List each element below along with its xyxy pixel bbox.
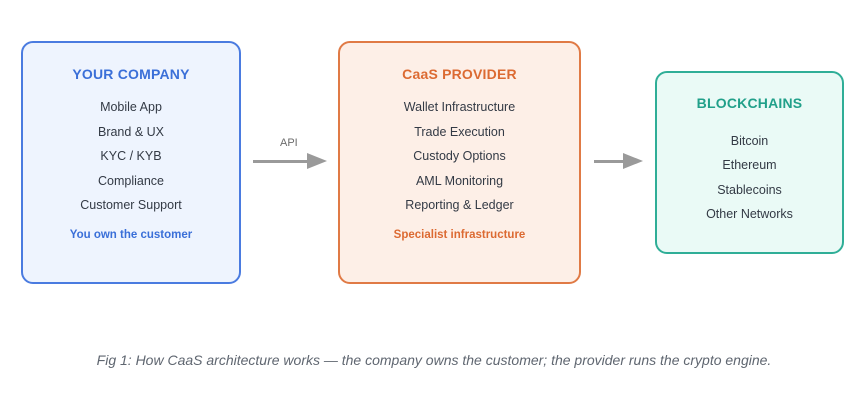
list-item: Reporting & Ledger [405,198,514,212]
list-item: Mobile App [100,100,162,114]
arrow-line [253,160,311,163]
list-item: Wallet Infrastructure [403,100,516,114]
api-label: API [280,137,298,149]
caas-provider-title: CaaS PROVIDER [402,66,517,82]
arrow-line [594,160,626,163]
blockchain-arrow [594,152,644,170]
list-item: Stablecoins [717,182,782,197]
api-arrow [253,152,327,170]
list-item: Brand & UX [97,124,164,139]
blockchains-list: Bitcoin Ethereum Stablecoins Other Netwo… [657,129,842,226]
caas-provider-list: Wallet Infrastructure Trade Execution Cu… [340,95,579,218]
caas-provider-footer: Specialist infrastructure [393,228,526,241]
list-item: Trade Execution [414,124,505,139]
your-company-list: Mobile App Brand & UX KYC / KYB Complian… [23,95,239,218]
your-company-footer: You own the customer [69,228,193,241]
blockchains-title: BLOCKCHAINS [696,95,803,111]
list-item: Compliance [97,173,164,188]
list-item: Bitcoin [730,134,769,148]
caas-provider-box: CaaS PROVIDER Wallet Infrastructure Trad… [338,41,581,284]
your-company-box: YOUR COMPANY Mobile App Brand & UX KYC /… [21,41,241,284]
arrow-head-icon [307,153,327,169]
list-item: Other Networks [706,206,793,221]
list-item: KYC / KYB [100,149,162,163]
list-item: Customer Support [80,198,182,212]
list-item: Ethereum [722,158,777,173]
list-item: Custody Options [413,149,506,163]
blockchains-box: BLOCKCHAINS Bitcoin Ethereum Stablecoins… [655,71,844,254]
figure-caption: Fig 1: How CaaS architecture works — the… [96,352,772,368]
your-company-title: YOUR COMPANY [72,66,190,82]
arrow-head-icon [623,153,643,169]
list-item: AML Monitoring [415,173,504,188]
